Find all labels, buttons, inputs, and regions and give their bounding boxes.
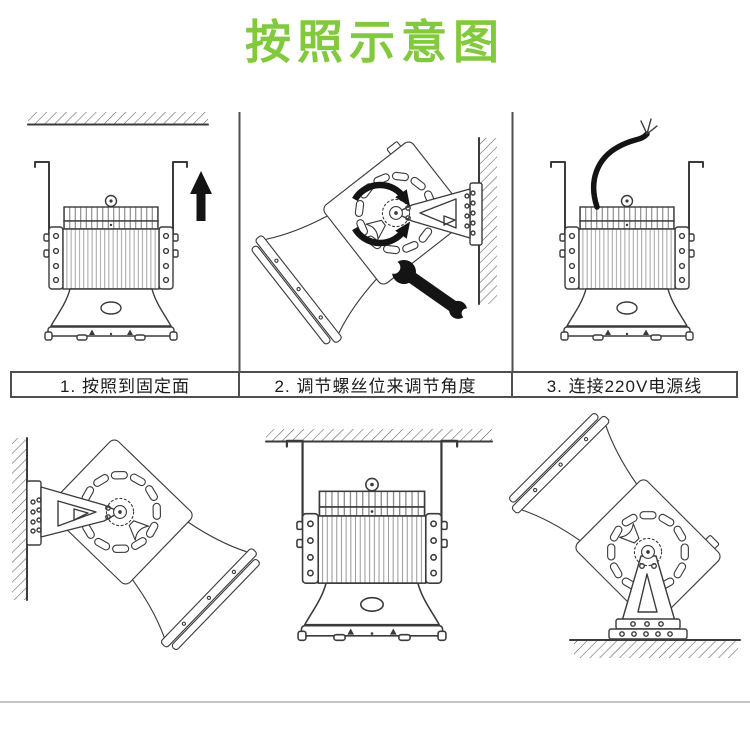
step3-illustration	[550, 118, 704, 341]
step2-illustration	[247, 126, 497, 350]
example-ground-mount	[504, 408, 741, 658]
step-caption-2: 2. 调节螺丝位来调节角度	[240, 373, 513, 396]
floodlight-rear-view	[296, 477, 448, 642]
floodlight-rear-view	[43, 194, 179, 341]
step-caption-1: 1. 按照到固定面	[12, 373, 240, 396]
rotation-arrow-icon	[352, 181, 411, 247]
ceiling-hatch	[27, 112, 209, 126]
page-title: 按照示意图	[245, 16, 505, 68]
caption-bar: 1. 按照到固定面 2. 调节螺丝位来调节角度 3. 连接220V电源线	[10, 371, 738, 398]
floodlight-rear-view	[559, 194, 695, 341]
up-arrow-icon	[190, 171, 212, 221]
power-cable	[590, 118, 658, 210]
step-caption-3: 3. 连接220V电源线	[546, 377, 703, 396]
ground-hatch	[569, 639, 741, 658]
bottom-divider	[0, 701, 750, 703]
floodlight-tilted	[33, 425, 265, 655]
example-wall-mount	[12, 425, 265, 655]
example-ceiling-mount	[265, 429, 493, 642]
wall-bracket	[395, 182, 483, 246]
floodlight-tilted	[504, 408, 735, 639]
wrench-icon	[387, 260, 472, 319]
ground-stand	[608, 555, 688, 640]
ceiling-hatch	[265, 429, 493, 443]
wall-hatch	[12, 437, 28, 601]
step1-illustration	[27, 112, 212, 341]
wall-bracket	[26, 480, 121, 546]
